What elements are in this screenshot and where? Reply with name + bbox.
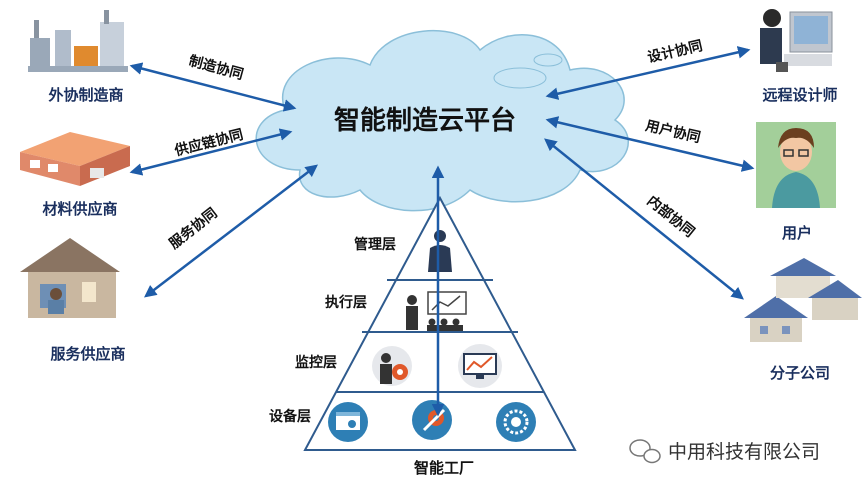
arrow-branch: [544, 138, 744, 300]
layer-monitoring: 监控层: [295, 354, 337, 371]
warehouse-icon: [20, 132, 130, 186]
wechat-icon: [629, 439, 661, 464]
label-branch: 分子公司: [770, 364, 830, 382]
link-internal: 内部协同: [644, 192, 698, 240]
engineer-gear-icon: [372, 346, 412, 386]
monitor-chart-icon: [458, 344, 502, 388]
layer-management: 管理层: [354, 236, 396, 253]
link-supply-chain: 供应链协同: [172, 126, 245, 160]
platform-title: 智能制造云平台: [334, 105, 516, 136]
service-house-icon: [20, 238, 120, 318]
link-user: 用户协同: [644, 117, 702, 146]
designer-icon: [760, 9, 833, 72]
arrow-designer: [545, 46, 751, 100]
label-outsource: 外协制造商: [47, 86, 123, 104]
layer-execution: 执行层: [325, 294, 367, 311]
arrows: [129, 46, 755, 417]
arrow-service: [144, 164, 318, 298]
factory-icon: [28, 10, 128, 72]
label-service-provider: 服务供应商: [50, 345, 125, 363]
user-avatar-icon: [756, 122, 836, 208]
branch-buildings-icon: [744, 258, 862, 342]
web-settings-icon: [328, 402, 368, 442]
label-material: 材料供应商: [42, 200, 117, 218]
gear-icon: [496, 402, 536, 442]
label-designer: 远程设计师: [762, 86, 837, 104]
wrench-gear-icon: [412, 400, 452, 440]
arrow-outsource: [129, 62, 297, 112]
factory-name: 智能工厂: [414, 459, 474, 477]
presentation-icon: [406, 291, 467, 331]
watermark-text: 中用科技有限公司: [668, 441, 820, 463]
label-user: 用户: [782, 224, 812, 242]
layer-device: 设备层: [269, 408, 311, 425]
link-manufacturing: 制造协同: [187, 52, 245, 83]
